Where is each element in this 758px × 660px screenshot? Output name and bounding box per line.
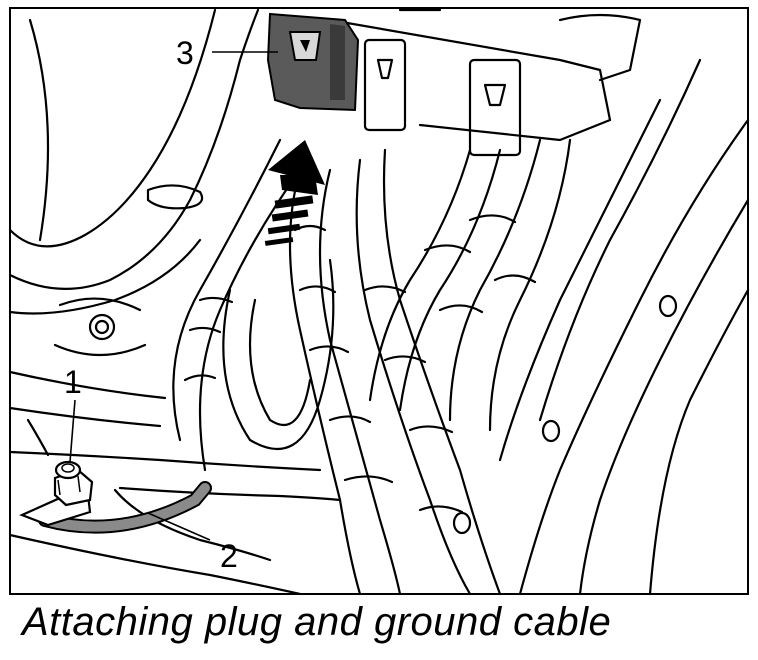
leader-line-1 (69, 399, 76, 463)
figure-border (9, 7, 749, 595)
connector-row (328, 8, 642, 157)
sill-hole-2 (541, 419, 561, 443)
harness-branch-right (368, 148, 472, 402)
callout-2: 2 (220, 538, 238, 574)
sill-hole-1 (658, 294, 678, 318)
panel-oval-hole (146, 184, 204, 210)
floor-contour (8, 370, 167, 400)
harness-bundle-outer-left (172, 138, 282, 442)
technical-illustration: 1 2 3 (8, 7, 750, 596)
figure-caption: Attaching plug and ground cable (22, 600, 612, 644)
callout-1: 1 (64, 364, 82, 400)
harness-loop (222, 258, 335, 451)
callout-3: 3 (176, 35, 194, 71)
mounting-bolt (53, 297, 147, 357)
leader-line-2 (147, 512, 211, 541)
ground-terminal-nut (19, 460, 94, 527)
right-sill-contour (518, 118, 750, 596)
left-panel-contour (8, 8, 217, 248)
connector-plug (266, 12, 360, 112)
insertion-arrow (264, 140, 325, 246)
ground-cable (38, 481, 212, 534)
